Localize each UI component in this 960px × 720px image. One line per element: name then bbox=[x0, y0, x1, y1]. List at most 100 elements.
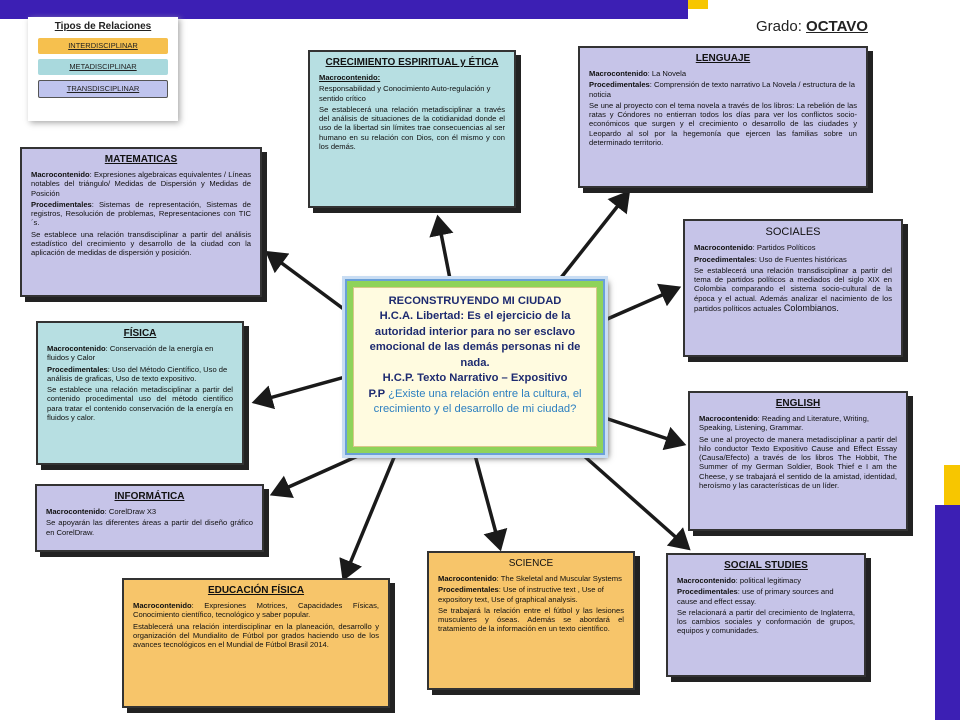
proc-content: : Uso de Fuentes históricas bbox=[754, 254, 847, 264]
box-title: ENGLISH bbox=[775, 398, 821, 409]
macro-content: Responsabilidad y Conocimiento Auto-regu… bbox=[319, 84, 491, 103]
right-blue-bar bbox=[935, 505, 960, 720]
proc-line: Procedimentales: Sistemas de representac… bbox=[31, 200, 251, 228]
macro-label: Macrocontenido bbox=[699, 414, 758, 424]
relation-text: Establecerá una relación interdisciplina… bbox=[133, 621, 379, 650]
arrow-to-lenguaje bbox=[558, 190, 631, 281]
relation-text: Se establecerá una relación transdiscipl… bbox=[694, 266, 892, 314]
proc-content: : Uso del Método Científico, Uso de anál… bbox=[47, 364, 228, 383]
relation-text: Se establecerá una relación metadiscipli… bbox=[319, 104, 505, 151]
arrow-to-crecimiento bbox=[429, 214, 454, 280]
relation-text: Se establece una relación metadisciplina… bbox=[47, 385, 233, 422]
proc-line: Procedimentales: Use of instructive text… bbox=[438, 585, 624, 604]
macro-line: Macrocontenido: Reading and Literature, … bbox=[699, 414, 897, 433]
macro-line: Macrocontenido: political legitimacy bbox=[677, 576, 855, 585]
proc-content: : use of primary sources and cause and e… bbox=[677, 587, 834, 606]
proc-label: Procedimentales bbox=[438, 585, 499, 595]
macro-content: : Reading and Literature, Writing, Speak… bbox=[699, 414, 869, 433]
macro-content: : Expresiones algebraicas equivalentes /… bbox=[31, 170, 251, 198]
legend-metadisciplinar: METADISCIPLINAR bbox=[38, 59, 168, 75]
pp-question: P.P ¿Existe una relación entre la cultur… bbox=[360, 387, 590, 418]
relation-text: Se une al proyecto de manera metadiscipl… bbox=[699, 434, 897, 490]
macro-line: Macrocontenido: Partidos Políticos bbox=[694, 243, 892, 252]
box-title: MATEMATICAS bbox=[104, 154, 178, 165]
pp-question-text: ¿Existe una relación entre la cultura, e… bbox=[373, 387, 582, 416]
macro-content: : Partidos Políticos bbox=[752, 243, 816, 253]
box-science: SCIENCE Macrocontenido: The Skeletal and… bbox=[427, 551, 635, 690]
project-title: RECONSTRUYENDO MI CIUDAD bbox=[388, 295, 562, 307]
box-crecimiento-espiritual: CRECIMIENTO ESPIRITUAL y ÉTICA Macrocont… bbox=[308, 50, 516, 208]
central-project-box: RECONSTRUYENDO MI CIUDAD H.C.A. Libertad… bbox=[345, 279, 605, 455]
macro-label: Macrocontenido bbox=[438, 574, 497, 584]
central-project-content: RECONSTRUYENDO MI CIUDAD H.C.A. Libertad… bbox=[353, 287, 597, 447]
relation-body: Se establecerá una relación transdiscipl… bbox=[694, 265, 892, 313]
box-fisica: FÍSICA Macrocontenido: Conservación de l… bbox=[36, 321, 244, 465]
proc-label: Procedimentales bbox=[589, 80, 650, 90]
hcp-text: H.C.P. Texto Narrativo – Expositivo bbox=[360, 371, 590, 386]
proc-content: : Sistemas de representación, Sistemas d… bbox=[31, 199, 251, 228]
macro-line: Macrocontenido: The Skeletal and Muscula… bbox=[438, 574, 624, 583]
box-title: EDUCACIÓN FÍSICA bbox=[207, 585, 305, 596]
legend-transdisciplinar: TRANSDISCIPLINAR bbox=[38, 80, 168, 98]
top-blue-bar bbox=[0, 0, 688, 19]
box-title: SOCIALES bbox=[765, 226, 821, 238]
legend-title: Tipos de Relaciones bbox=[54, 21, 152, 32]
box-social-studies: SOCIAL STUDIES Macrocontenido: political… bbox=[666, 553, 866, 677]
box-informatica: INFORMÁTICA Macrocontenido: CorelDraw X3… bbox=[35, 484, 264, 552]
arrow-to-fisica bbox=[251, 375, 346, 410]
grade-prefix: Grado: bbox=[756, 18, 807, 35]
box-title: INFORMÁTICA bbox=[114, 491, 185, 502]
macro-content: : La Novela bbox=[647, 69, 687, 79]
arrow-to-sociales bbox=[604, 283, 682, 322]
relation-text: Se relacionará a partir del crecimiento … bbox=[677, 607, 855, 636]
macro-label: Macrocontenido bbox=[589, 69, 648, 79]
box-title: CRECIMIENTO ESPIRITUAL y ÉTICA bbox=[325, 57, 499, 68]
proc-label: Procedimentales bbox=[47, 364, 108, 374]
macro-label: Macrocontenido bbox=[46, 507, 105, 517]
proc-line: Procedimentales: Uso del Método Científi… bbox=[47, 365, 233, 384]
macro-label: Macrocontenido bbox=[677, 576, 736, 586]
proc-line: Procedimentales: use of primary sources … bbox=[677, 587, 855, 606]
grade-value: OCTAVO bbox=[806, 18, 868, 35]
proc-content: : Comprensión de texto narrativo La Nove… bbox=[589, 80, 855, 99]
box-title: LENGUAJE bbox=[695, 53, 751, 64]
arrow-to-informatica bbox=[269, 453, 361, 499]
box-sociales: SOCIALES Macrocontenido: Partidos Políti… bbox=[683, 219, 903, 357]
proc-label: Procedimentales bbox=[694, 254, 755, 264]
macro-line: Macrocontenido: Conservación de la energ… bbox=[47, 344, 233, 363]
arrow-to-matematicas bbox=[265, 250, 347, 312]
arrow-to-educacion bbox=[339, 454, 397, 582]
relation-text: Se apoyarán las diferentes áreas a parti… bbox=[46, 518, 253, 537]
relation-text: Se trabajará la relación entre el fútbol… bbox=[438, 605, 624, 634]
relation-text: Se une al proyecto con el tema novela a … bbox=[589, 100, 857, 147]
macro-label: Macrocontenido bbox=[694, 243, 753, 253]
legend-relation-types: Tipos de Relaciones INTERDISCIPLINAR MET… bbox=[28, 17, 178, 121]
proc-line: Procedimentales: Uso de Fuentes históric… bbox=[694, 255, 892, 264]
macro-content: : The Skeletal and Muscular Systems bbox=[496, 574, 622, 584]
pp-label: P.P bbox=[368, 387, 386, 400]
box-educacion-fisica: EDUCACIÓN FÍSICA Macrocontenido: Expresi… bbox=[122, 578, 390, 708]
legend-interdisciplinar: INTERDISCIPLINAR bbox=[38, 38, 168, 54]
proc-line: Procedimentales: Comprensión de texto na… bbox=[589, 80, 857, 99]
box-title: SOCIAL STUDIES bbox=[724, 560, 808, 571]
box-title: SCIENCE bbox=[508, 558, 554, 569]
box-title: FÍSICA bbox=[123, 328, 157, 339]
macro-label: Macrocontenido bbox=[31, 170, 90, 180]
macro-content: : Expresiones Motrices, Capacidades Físi… bbox=[133, 601, 379, 620]
arrow-to-social-studies bbox=[581, 453, 691, 551]
box-matematicas: MATEMATICAS Macrocontenido: Expresiones … bbox=[20, 147, 262, 297]
top-yellow-bar bbox=[688, 0, 708, 9]
proc-content: : Use of instructive text , Use of expos… bbox=[438, 585, 604, 604]
macro-label: Macrocontenido bbox=[47, 344, 106, 354]
right-yellow-bar bbox=[944, 465, 960, 507]
hca-text: H.C.A. Libertad: Es el ejercicio de la a… bbox=[369, 310, 581, 369]
hcp-label: H.C.P. Texto Narrativo – Expositivo bbox=[382, 372, 568, 385]
macro-line: Macrocontenido: Expresiones Motrices, Ca… bbox=[133, 601, 379, 620]
macro-line: Macrocontenido: CorelDraw X3 bbox=[46, 507, 253, 516]
macro-content: : CorelDraw X3 bbox=[104, 507, 157, 517]
macro-label: Macrocontenido: bbox=[319, 73, 505, 82]
macro-line: Macrocontenido: La Novela bbox=[589, 69, 857, 78]
box-english: ENGLISH Macrocontenido: Reading and Lite… bbox=[688, 391, 908, 531]
macro-line: Macrocontenido: Expresiones algebraicas … bbox=[31, 170, 251, 198]
